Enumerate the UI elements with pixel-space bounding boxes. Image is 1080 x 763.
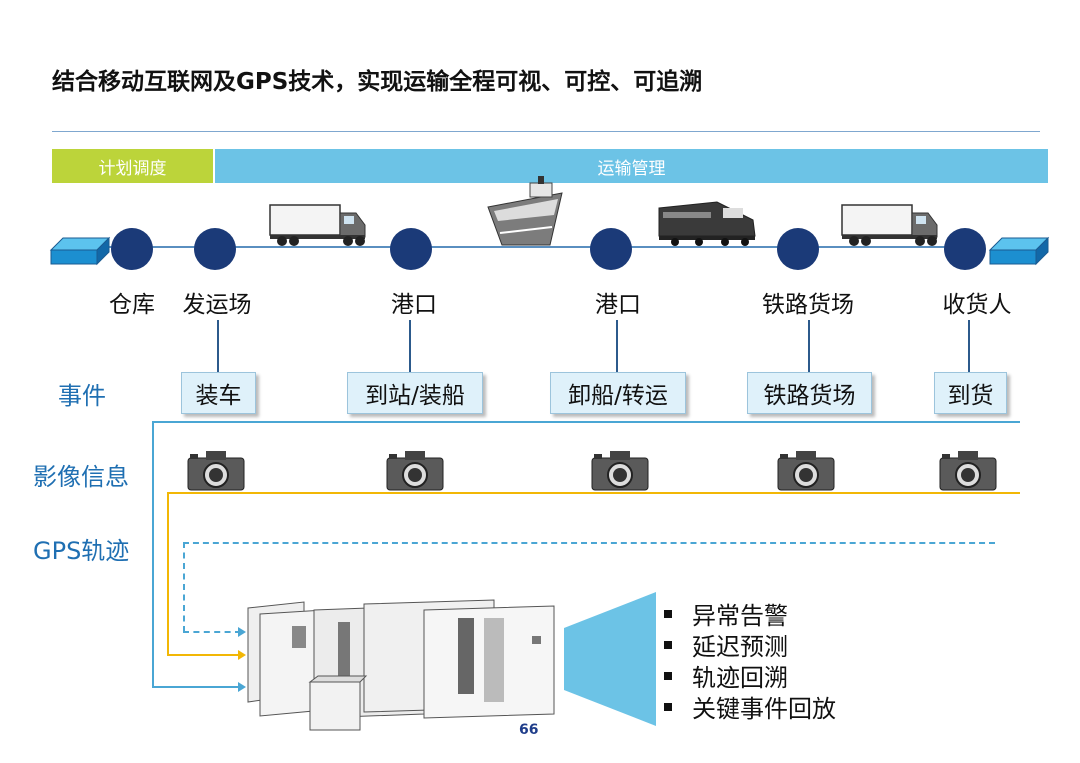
ship-icon — [487, 176, 563, 246]
row-label-images: 影像信息 — [33, 463, 129, 491]
camera-icon — [939, 451, 997, 491]
route-node-warehouse — [111, 228, 153, 270]
feature-item: 异常告警 — [664, 598, 836, 630]
route-node-rail — [777, 228, 819, 270]
connector-line — [968, 320, 970, 372]
warehouse-icon — [49, 236, 111, 266]
truck-icon — [841, 204, 938, 246]
page-title: 结合移动互联网及GPS技术，实现运输全程可视、可控、可追溯 — [52, 69, 703, 95]
image-flow-line — [167, 492, 1020, 494]
gps-flow-line — [183, 542, 995, 544]
camera-icon — [187, 451, 245, 491]
row-label-gps: GPS轨迹 — [33, 537, 130, 565]
station-label: 港口 — [595, 292, 641, 318]
bullet-icon — [664, 702, 672, 711]
route-node-port-2 — [590, 228, 632, 270]
phase-transport-bar: 运输管理 — [215, 149, 1048, 183]
route-node-port-1 — [390, 228, 432, 270]
station-label: 铁路货场 — [762, 292, 854, 318]
warehouse-icon — [988, 236, 1050, 266]
connector-line — [616, 320, 618, 372]
page-number: 66 — [519, 722, 539, 738]
station-label: 港口 — [391, 292, 437, 318]
gps-flow-feed — [183, 631, 241, 633]
station-label: 发运场 — [182, 292, 252, 318]
bullet-icon — [664, 671, 672, 680]
connector-line — [217, 320, 219, 372]
event-box: 铁路货场 — [747, 372, 872, 414]
event-flow-line — [152, 421, 1020, 423]
row-label-events: 事件 — [58, 382, 106, 410]
feature-text: 轨迹回溯 — [692, 664, 788, 692]
event-box: 卸船/转运 — [550, 372, 686, 414]
route-line — [80, 246, 980, 248]
feature-item: 延迟预测 — [664, 629, 836, 661]
event-flow-vertical — [152, 421, 154, 688]
gps-flow-vertical — [183, 542, 185, 632]
connector-line — [808, 320, 810, 372]
server-icon — [247, 599, 555, 731]
funnel-shape — [564, 592, 656, 726]
feature-text: 延迟预测 — [692, 633, 788, 661]
image-flow-vertical — [167, 492, 169, 655]
feature-item: 关键事件回放 — [664, 691, 836, 723]
event-box: 到站/装船 — [347, 372, 483, 414]
station-label: 收货人 — [942, 292, 1012, 318]
connector-line — [409, 320, 411, 372]
feature-item: 轨迹回溯 — [664, 660, 836, 692]
title-divider — [52, 131, 1040, 132]
station-label: 仓库 — [109, 292, 155, 318]
route-node-receiver — [944, 228, 986, 270]
event-box: 到货 — [934, 372, 1007, 414]
camera-icon — [591, 451, 649, 491]
event-box: 装车 — [181, 372, 256, 414]
bullet-icon — [664, 640, 672, 649]
event-flow-feed — [152, 686, 242, 688]
arrowheads-icon — [238, 627, 246, 692]
train-icon — [658, 201, 756, 246]
feature-text: 异常告警 — [692, 602, 788, 630]
camera-icon — [777, 451, 835, 491]
truck-icon — [269, 204, 366, 246]
feature-list: 异常告警 延迟预测 轨迹回溯 关键事件回放 — [664, 598, 836, 723]
feature-text: 关键事件回放 — [692, 695, 836, 723]
phase-plan-bar: 计划调度 — [52, 149, 213, 183]
route-node-dispatch — [194, 228, 236, 270]
bullet-icon — [664, 609, 672, 618]
image-flow-feed — [167, 654, 242, 656]
camera-icon — [386, 451, 444, 491]
